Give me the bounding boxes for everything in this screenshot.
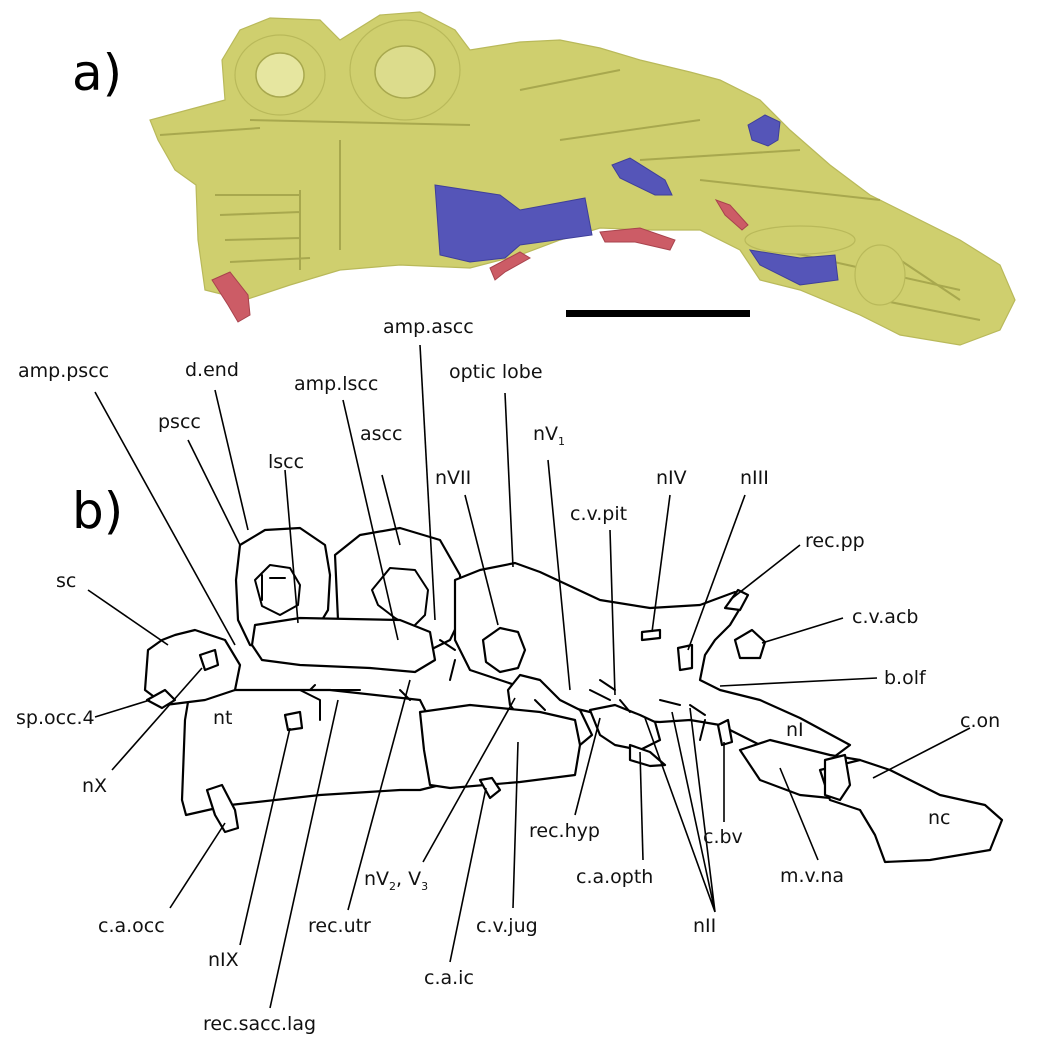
label-c-v-jug: c.v.jug <box>476 915 538 937</box>
label-c-on: c.on <box>960 710 1000 732</box>
label-c-a-opth: c.a.opth <box>576 866 653 888</box>
artery-opth-3d <box>600 228 675 250</box>
label-pscc: pscc <box>158 411 201 433</box>
nIX-stub <box>285 712 302 730</box>
leader-sp-occ-4 <box>95 700 150 717</box>
opth-process <box>630 745 665 766</box>
label-sp-occ-4: sp.occ.4 <box>16 707 95 729</box>
leader-c-on <box>873 728 970 778</box>
label-nc: nc <box>928 807 951 829</box>
nIII-stub <box>678 645 692 670</box>
lateral-canal-outline <box>252 618 435 672</box>
leader-optic-lobe <box>505 393 513 567</box>
label-rec-hyp: rec.hyp <box>529 820 600 842</box>
label-nIII: nIII <box>740 467 769 489</box>
label-sc: sc <box>56 570 76 592</box>
label-rec-pp: rec.pp <box>805 530 865 552</box>
label-nIV: nIV <box>656 467 687 489</box>
panel-a-letter: a) <box>72 44 122 102</box>
label-c-v-acb: c.v.acb <box>852 606 918 628</box>
label-rec-utr: rec.utr <box>308 915 371 937</box>
nasal-knob <box>855 245 905 305</box>
leader-c-a-opth <box>640 752 643 860</box>
label-c-a-ic: c.a.ic <box>424 967 474 989</box>
label-c-bv: c.bv <box>703 826 743 848</box>
label-amp-pscc: amp.pscc <box>18 360 109 382</box>
label-nV2-V3: nV2, V3 <box>364 868 428 893</box>
label-amp-ascc: amp.ascc <box>383 316 474 338</box>
leader-rec-pp <box>730 545 800 600</box>
label-d-end: d.end <box>185 359 239 381</box>
jugular-block <box>420 705 580 788</box>
label-m-v-na: m.v.na <box>780 865 844 887</box>
label-nV1: nV1 <box>533 423 565 448</box>
label-nVII: nVII <box>435 467 471 489</box>
nIV-stub <box>642 630 660 640</box>
leader-d-end <box>215 390 248 530</box>
scale-bar <box>566 310 750 317</box>
label-nX: nX <box>82 775 107 797</box>
label-b-olf: b.olf <box>884 667 927 689</box>
leader-c-a-occ <box>170 823 225 908</box>
endocast-3d-render <box>150 12 1015 345</box>
label-lscc: lscc <box>268 451 304 473</box>
label-c-a-occ: c.a.occ <box>98 915 165 937</box>
c-v-acb-knob <box>735 630 765 658</box>
label-nII: nII <box>693 915 716 937</box>
label-nIX: nIX <box>208 949 239 971</box>
label-c-v-pit: c.v.pit <box>570 503 627 525</box>
label-rec-sacc-lag: rec.sacc.lag <box>203 1013 316 1035</box>
label-optic-lobe: optic lobe <box>449 361 543 383</box>
leader-pscc <box>188 440 240 545</box>
nVII-knob <box>483 628 525 672</box>
panel-b-letter: b) <box>72 482 123 540</box>
label-nt: nt <box>213 707 233 729</box>
endocast-line-drawing <box>145 528 1002 862</box>
olfactory-ridge <box>745 226 855 254</box>
canal-ring-posterior-hole <box>256 53 304 97</box>
label-nI: nI <box>786 719 804 741</box>
label-amp-lscc: amp.lscc <box>294 373 378 395</box>
leader-b-olf <box>720 678 877 686</box>
leader-sc <box>88 590 168 645</box>
label-ascc: ascc <box>360 423 402 445</box>
canal-ring-anterior-hole <box>375 46 435 98</box>
leader-c-v-acb <box>762 618 843 643</box>
